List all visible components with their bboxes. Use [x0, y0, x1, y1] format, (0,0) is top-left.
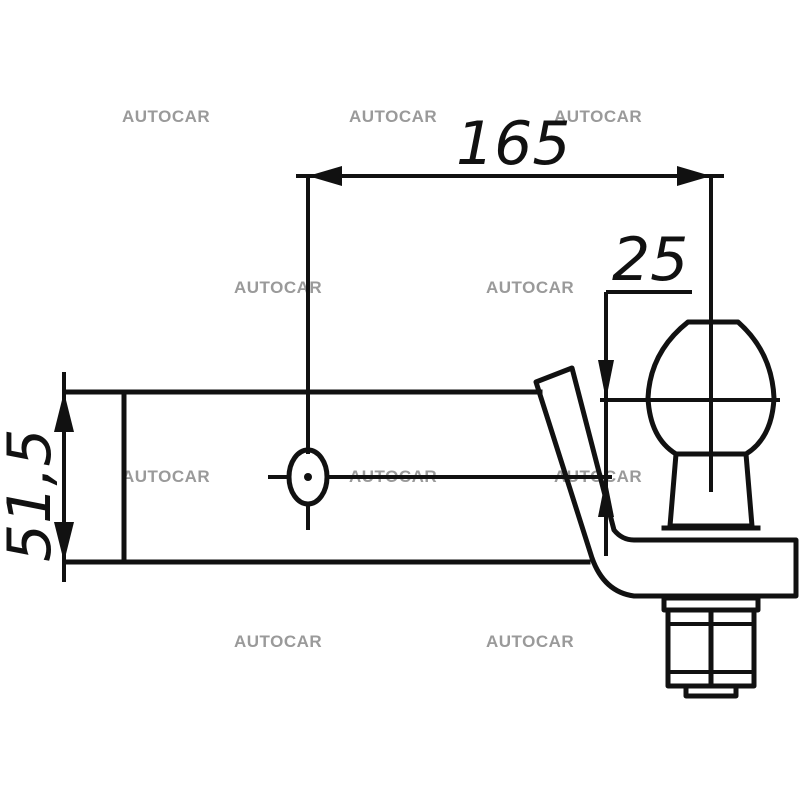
watermark-layer: AUTOCAR AUTOCAR AUTOCAR AUTOCAR AUTOCAR … — [122, 107, 642, 651]
dimension-bar-height-label: 51,5 — [0, 428, 65, 562]
watermark: AUTOCAR — [234, 278, 322, 297]
dimension-bar-height: 51,5 — [0, 372, 74, 582]
dimension-ball-offset: 25 — [598, 225, 692, 556]
watermark: AUTOCAR — [122, 467, 210, 486]
watermark: AUTOCAR — [349, 107, 437, 126]
watermark: AUTOCAR — [486, 278, 574, 297]
tow-ball — [600, 316, 780, 531]
dimension-length: 165 — [296, 109, 724, 454]
dimension-length-label: 165 — [456, 109, 571, 179]
nut — [661, 595, 761, 699]
dimension-ball-offset-label: 25 — [612, 225, 688, 295]
watermark: AUTOCAR — [122, 107, 210, 126]
bent-arm — [533, 365, 799, 599]
watermark: AUTOCAR — [486, 632, 574, 651]
square-bar — [63, 389, 591, 565]
watermark: AUTOCAR — [234, 632, 322, 651]
watermark: AUTOCAR — [554, 107, 642, 126]
